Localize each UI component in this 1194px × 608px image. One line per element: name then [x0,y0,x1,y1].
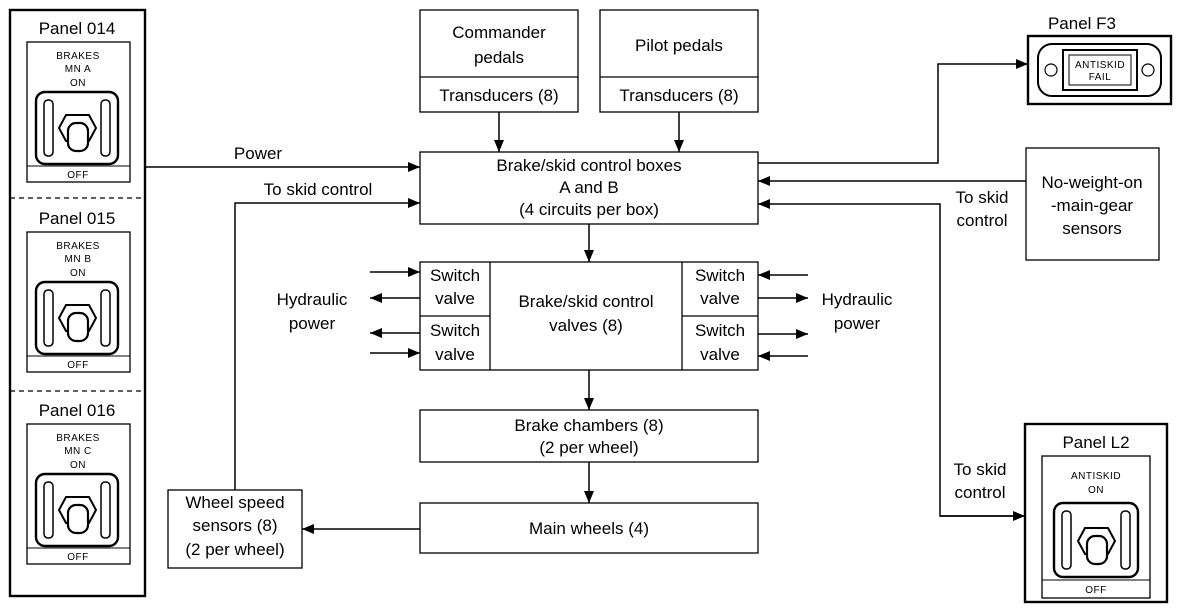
nwomg-label-3: sensors [1062,219,1122,238]
panel-016-on: ON [70,460,86,471]
commander-pedals-box: Commander pedals Transducers (8) [419,9,579,113]
wheel-speed-label-1: Wheel speed [185,493,284,512]
hydraulic-power-label-left: power [289,314,336,333]
switch-valve-label: valve [700,345,740,364]
panel-015-label-2: MN B [65,254,92,265]
screw-icon [1044,63,1058,77]
nwomg-label-2: -main-gear [1051,196,1134,215]
wheel-speed-sensors-box: Wheel speed sensors (8) (2 per wheel) [167,489,303,569]
switch-valve-label: Switch [430,321,480,340]
panel-015-label-1: BRAKES [56,241,100,252]
control-label-top: control [956,211,1007,230]
hydraulic-label-left: Hydraulic [277,290,348,309]
panel-014-label-1: BRAKES [56,51,100,62]
control-boxes: Brake/skid control boxes A and B (4 circ… [419,151,759,225]
pilot-transducers: Transducers (8) [619,86,738,105]
to-f3-arrow [758,59,1028,164]
to-skid-label-top: To skid [956,188,1009,207]
connectors [145,59,1028,534]
panel-f3-label-2: FAIL [1089,72,1112,83]
panel-016-label-1: BRAKES [56,433,100,444]
panel-f3: Panel F3 ANTISKID FAIL [1026,14,1173,106]
control-label-bottom: control [954,483,1005,502]
panel-l2-title: Panel L2 [1062,433,1129,452]
free-labels: Power To skid control Hydraulic power Hy… [234,144,1009,502]
screw-icon [1141,63,1155,77]
brake-chambers-box: Brake chambers (8) (2 per wheel) [419,409,759,463]
panel-014-off: OFF [67,170,89,181]
panel-014-on: ON [70,78,86,89]
control-boxes-label-3: (4 circuits per box) [519,200,659,219]
control-valves-label-1: Brake/skid control [518,292,653,311]
toggle-switch-icon[interactable] [57,496,98,535]
nwomg-sensors-box: No-weight-on -main-gear sensors [1025,147,1160,261]
panel-016-title: Panel 016 [39,401,116,420]
control-boxes-label-2: A and B [559,178,619,197]
switch-valve-label: valve [435,289,475,308]
panel-016: Panel 016 BRAKES MN C ON OFF [26,401,131,565]
toggle-switch-icon[interactable] [1076,527,1117,566]
hydraulic-label-right: Hydraulic [822,290,893,309]
pilot-pedals-box: Pilot pedals Transducers (8) [599,9,759,113]
panel-l2-on: ON [1088,485,1104,496]
main-wheels-box: Main wheels (4) [419,502,759,554]
panel-015-title: Panel 015 [39,209,116,228]
brake-chambers-label-1: Brake chambers (8) [514,416,663,435]
control-valves-block: Brake/skid control valves (8) Switch val… [419,261,759,371]
switch-valve-label: valve [435,345,475,364]
panel-014-title: Panel 014 [39,19,116,38]
panel-l2: Panel L2 ANTISKID ON OFF [1023,422,1169,604]
skid-control-arrow [234,198,420,490]
switch-valve-label: valve [700,289,740,308]
commander-label-2: pedals [474,48,524,67]
left-panel-column: Panel 014 BRAKES MN A ON OFF Panel 015 B… [8,8,147,598]
wheel-speed-label-2: sensors (8) [192,516,277,535]
panel-015-on: ON [70,268,86,279]
panel-015: Panel 015 BRAKES MN B ON OFF [26,209,131,373]
to-skid-label-bottom: To skid [954,460,1007,479]
main-wheels-label: Main wheels (4) [529,519,649,538]
panel-f3-label-1: ANTISKID [1075,60,1125,71]
panel-014-label-2: MN A [65,64,91,75]
nwomg-label-1: No-weight-on [1041,173,1142,192]
power-label: Power [234,144,283,163]
panel-016-off: OFF [67,552,89,563]
panel-014: Panel 014 BRAKES MN A ON OFF [26,19,131,183]
pilot-label: Pilot pedals [635,36,723,55]
toggle-switch-icon[interactable] [57,304,98,343]
switch-valve-label: Switch [430,266,480,285]
panel-f3-title: Panel F3 [1048,14,1116,33]
commander-label: Commander [452,23,546,42]
panel-l2-off: OFF [1085,585,1107,596]
commander-transducers: Transducers (8) [439,86,558,105]
panel-016-label-2: MN C [64,446,92,457]
brake-chambers-label-2: (2 per wheel) [539,438,638,457]
to-skid-control-label: To skid control [264,180,373,199]
toggle-switch-icon[interactable] [57,114,98,153]
switch-valve-label: Switch [695,321,745,340]
wheel-speed-label-3: (2 per wheel) [185,540,284,559]
hydraulic-power-label-right: power [834,314,881,333]
panel-l2-label-1: ANTISKID [1071,471,1121,482]
panel-015-off: OFF [67,360,89,371]
switch-valve-label: Switch [695,266,745,285]
control-valves-label-2: valves (8) [549,316,623,335]
control-boxes-label-1: Brake/skid control boxes [496,156,681,175]
